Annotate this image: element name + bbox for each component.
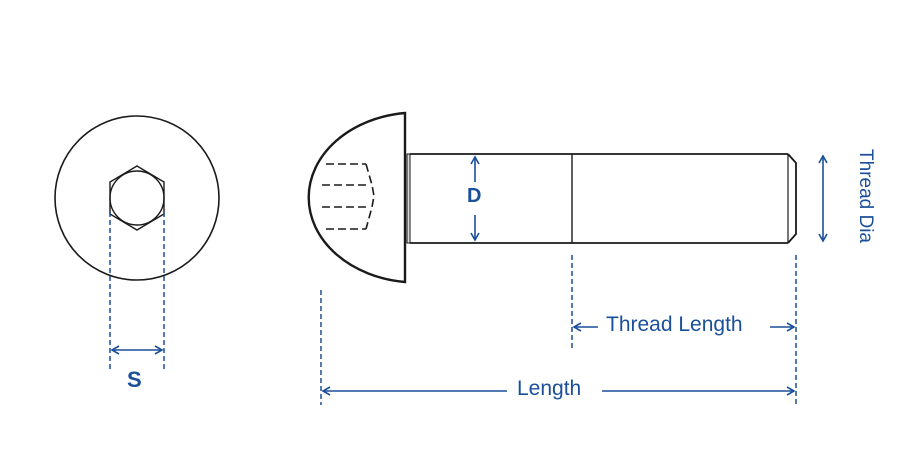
hidden-socket-lines [322,163,375,230]
thread-dia-label: Thread Dia [855,149,876,243]
under-head-fillet [406,153,411,244]
length-label: Length [517,377,582,400]
hex-socket-icon [109,165,165,231]
head-outline-circle [54,115,220,281]
socket-size-label: S [127,367,142,392]
end-view [54,115,220,370]
thread-length-label: Thread Length [606,313,743,336]
dome-head [307,111,407,284]
side-view [307,111,828,405]
socket-inner-circle [109,170,165,226]
chamfered-tip [787,153,797,244]
diameter-label: D [467,185,482,207]
